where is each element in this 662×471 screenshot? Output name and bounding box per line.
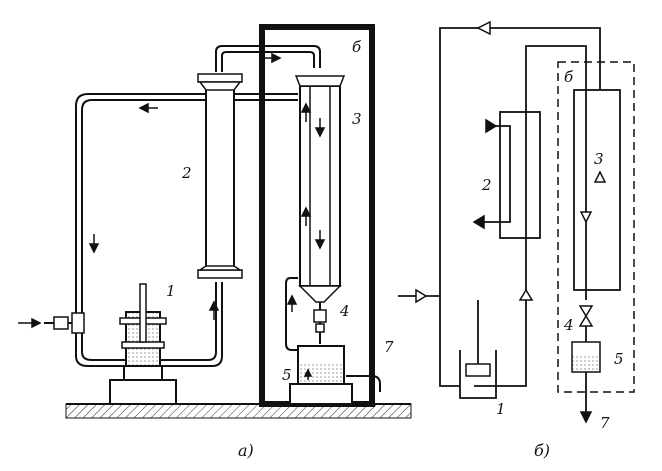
pump-unit <box>109 283 177 405</box>
inlet-valve <box>53 312 85 334</box>
label-reactor-a: 3 <box>352 110 362 128</box>
flow-loop <box>398 27 621 412</box>
label-pump-b: 1 <box>496 400 506 418</box>
label-valve-a: 4 <box>339 302 350 320</box>
panel-a: 1 2 3 4 5 б 7 а) <box>18 24 412 460</box>
receiver-vessel <box>289 345 353 405</box>
cooler-column <box>197 73 243 279</box>
caption-a: а) <box>238 441 254 460</box>
label-cabinet-a: б <box>352 38 362 56</box>
enclosure-dashed <box>557 61 635 393</box>
pump-box-b <box>465 363 491 377</box>
label-vessel-a: 5 <box>282 366 292 384</box>
valve-b <box>578 305 594 327</box>
piping <box>44 45 381 392</box>
label-outlet-b: 7 <box>600 414 610 432</box>
label-pump-a: 1 <box>166 282 176 300</box>
label-cabinet-b: б <box>564 68 574 86</box>
label-vessel-b: 5 <box>614 350 624 368</box>
label-cooler-b: 2 <box>481 176 492 194</box>
label-valve-b: 4 <box>563 316 574 334</box>
panel-b: 1 2 3 4 5 б 7 б) <box>398 20 635 460</box>
label-cooler-a: 2 <box>181 164 192 182</box>
flow-arrows <box>18 52 326 380</box>
flow-arrows-b <box>415 20 607 304</box>
vessel-b <box>571 341 601 373</box>
reactor-column <box>294 75 346 344</box>
solid-arrows-b <box>472 118 593 424</box>
label-outlet-a: 7 <box>384 338 394 356</box>
caption-b: б) <box>534 441 550 460</box>
label-reactor-b: 3 <box>594 150 604 168</box>
